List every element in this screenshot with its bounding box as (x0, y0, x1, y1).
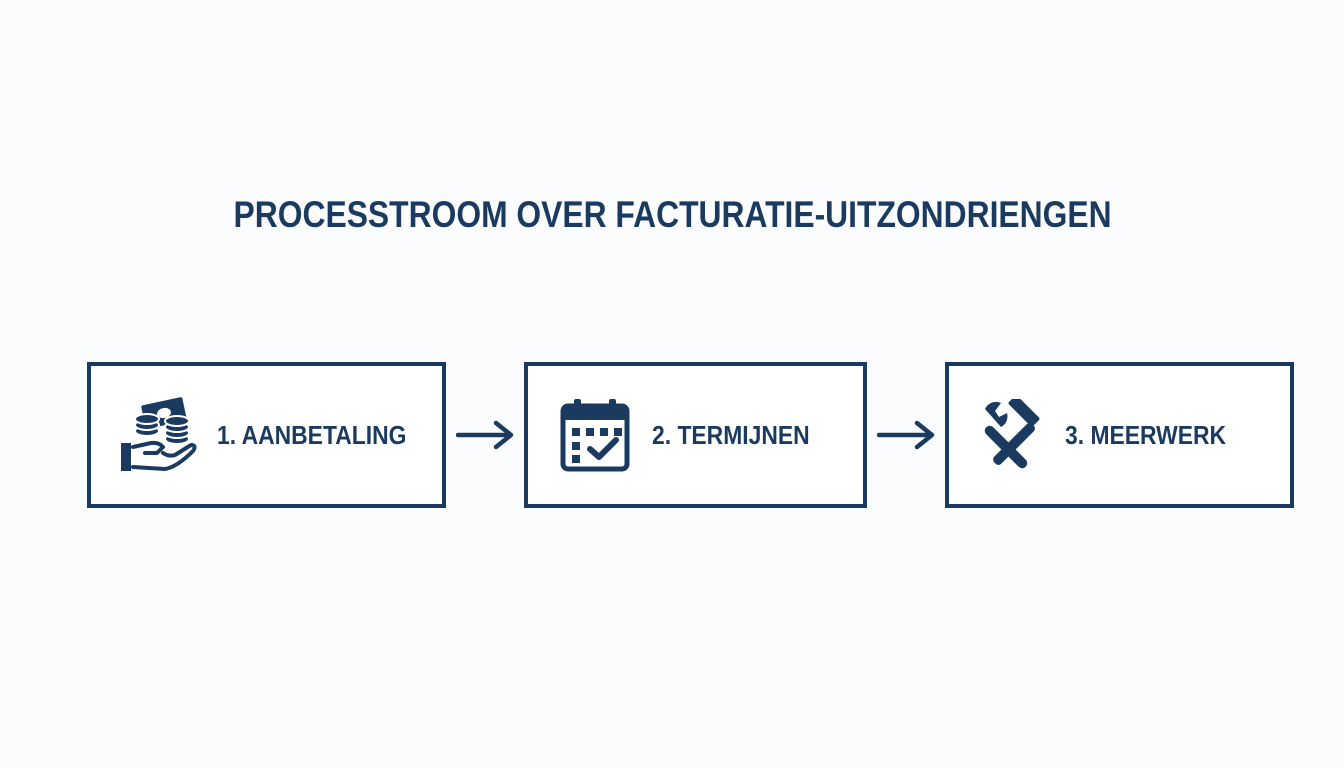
step-label: 2. TERMIJNEN (652, 419, 810, 450)
wrench-hammer-icon (979, 399, 1051, 471)
arrow-right-icon (876, 418, 937, 452)
step-label: 3. MEERWERK (1065, 419, 1227, 450)
step-box-termijnen: 2. TERMIJNEN (524, 362, 867, 508)
calendar-check-icon (560, 397, 630, 473)
step-label: 1. AANBETALING (217, 419, 407, 450)
hand-money-icon (117, 395, 203, 475)
step-box-aanbetaling: 1. AANBETALING (87, 362, 446, 508)
arrow-right-icon (455, 418, 516, 452)
diagram-title: PROCESSTROOM OVER FACTURATIE-UITZONDRIEN… (233, 194, 1112, 235)
step-box-meerwerk: 3. MEERWERK (945, 362, 1294, 508)
